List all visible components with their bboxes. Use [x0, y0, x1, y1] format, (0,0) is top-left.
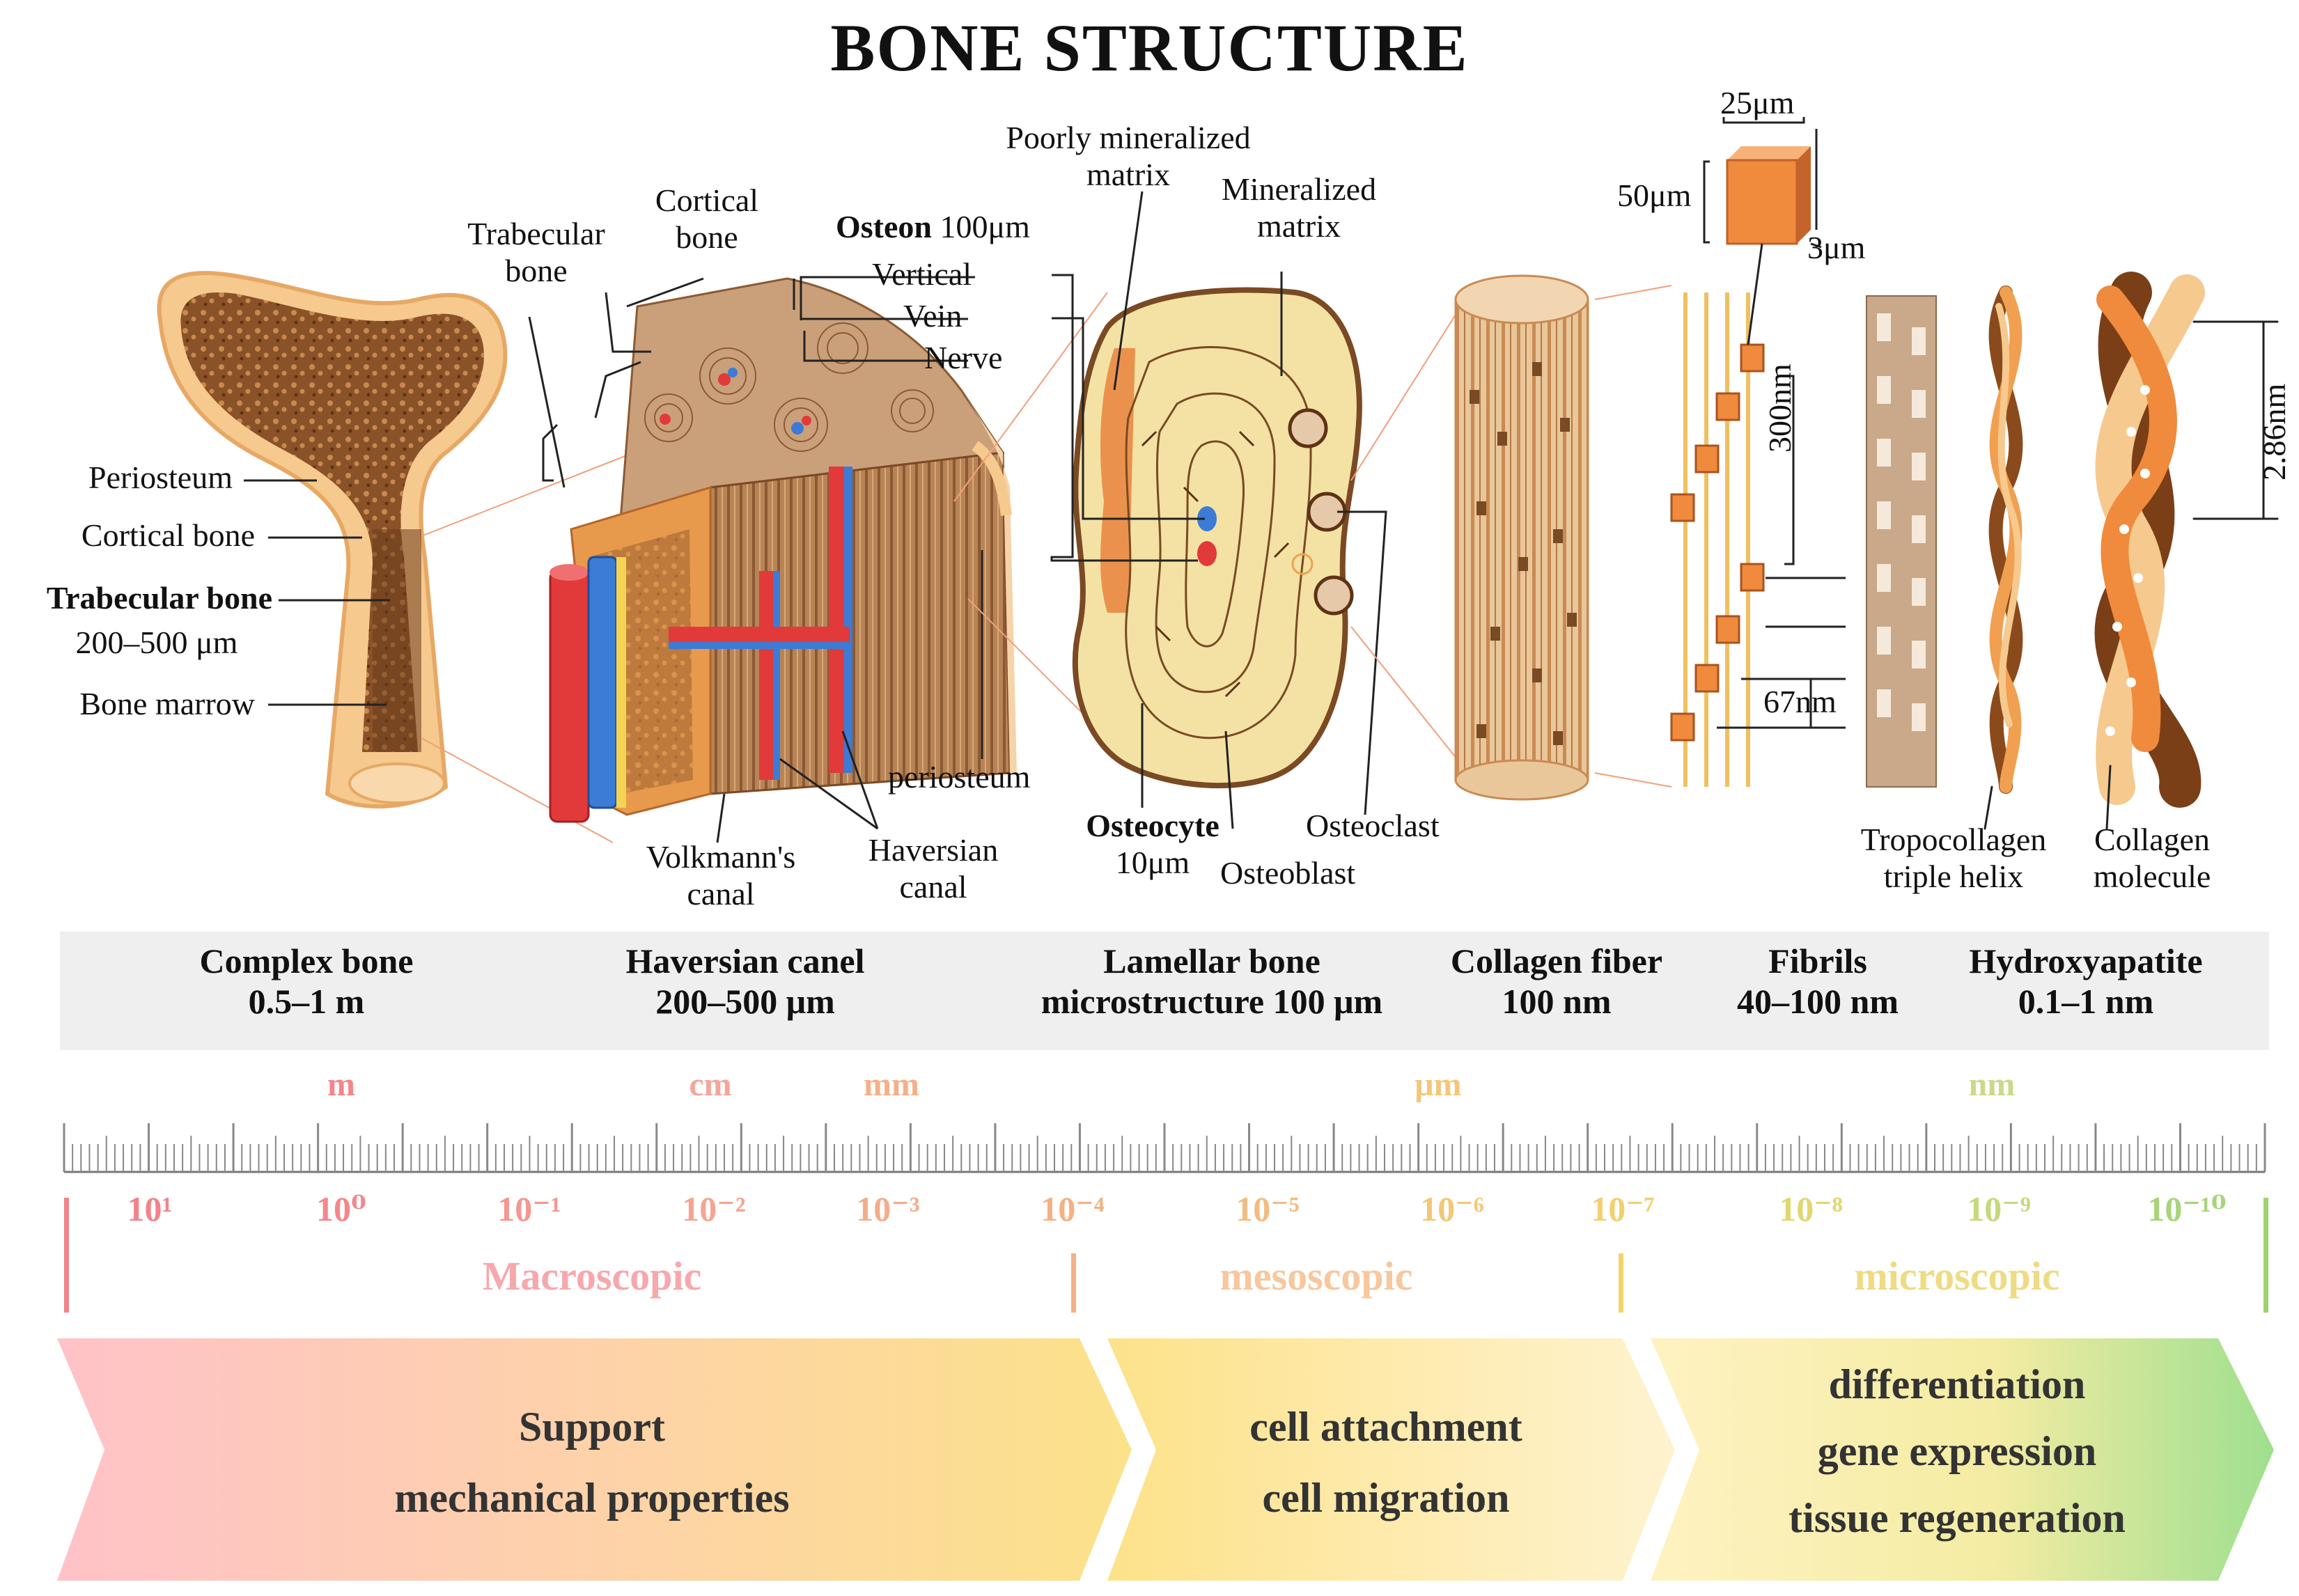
- page-title: BONE STRUCTURE: [830, 10, 1469, 85]
- power-m8: 10⁻⁸: [1779, 1189, 1843, 1228]
- label-vertical: Vertical: [872, 256, 972, 292]
- femur-leaders: [244, 452, 634, 843]
- label-periosteum: Periosteum: [88, 460, 233, 495]
- collagen-molecule-illustration: [2094, 272, 2279, 830]
- osteon-illustration: [1072, 287, 1362, 789]
- scale-header-band: [60, 932, 2269, 1050]
- label-dim-2-86nm: 2.86nm: [2257, 383, 2292, 480]
- fibril-illustration: [1670, 117, 1846, 787]
- collagen-fiber-illustration: [1454, 274, 1672, 801]
- unit-nm: nm: [1968, 1066, 2016, 1103]
- label-osteoblast: Osteoblast: [1220, 855, 1356, 891]
- osteon-leaders: [1050, 191, 1470, 829]
- power-m7: 10⁻⁷: [1591, 1189, 1655, 1228]
- striated-fibril-illustration: [1866, 295, 1937, 788]
- label-cortical-bone: Cortical bone: [81, 517, 255, 553]
- bracket-marks: [542, 361, 641, 482]
- zone-microscopic: microscopic: [1854, 1253, 2060, 1299]
- power-m1: 10⁻¹: [497, 1189, 561, 1228]
- zone-mesoscopic: mesoscopic: [1219, 1253, 1413, 1299]
- power-m2: 10⁻²: [682, 1189, 746, 1228]
- label-bone-marrow: Bone marrow: [79, 686, 255, 721]
- micro-arrow: [1651, 1338, 2274, 1581]
- triple-helix-illustration: [1984, 285, 2023, 830]
- femur-illustration: [157, 271, 508, 809]
- zone-macroscopic: Macroscopic: [482, 1253, 702, 1299]
- label-dim-3um: 3μm: [1807, 230, 1866, 265]
- unit-cm: cm: [689, 1066, 732, 1103]
- power-m5: 10⁻⁵: [1236, 1189, 1300, 1228]
- power-0: 10⁰: [316, 1189, 366, 1228]
- cortical-bone-block: [549, 277, 1017, 823]
- function-arrows: [57, 1338, 2274, 1581]
- label-dim-300nm: 300nm: [1762, 363, 1798, 453]
- macro-arrow: [57, 1338, 1132, 1581]
- scale-ruler: [63, 1123, 2266, 1173]
- zone-dividers: [64, 1198, 2268, 1313]
- label-trabecular-bone: Trabecular bone: [46, 580, 272, 616]
- meso-arrow: [1107, 1338, 1675, 1581]
- power-m3: 10⁻³: [856, 1189, 920, 1228]
- label-dim-50um: 50μm: [1617, 178, 1692, 213]
- unit-mm: mm: [864, 1066, 919, 1103]
- label-trabecular-size: 200–500 μm: [75, 625, 238, 660]
- power-m10: 10⁻¹⁰: [2147, 1189, 2227, 1228]
- label-osteoclast: Osteoclast: [1306, 808, 1440, 843]
- power-m4: 10⁻⁴: [1041, 1189, 1105, 1228]
- label-dim-25um: 25μm: [1720, 85, 1795, 120]
- label-vein: Vein: [903, 298, 963, 334]
- label-periosteum-2: periosteum: [888, 759, 1031, 795]
- label-nerve: Nerve: [924, 340, 1003, 375]
- unit-um: μm: [1415, 1066, 1462, 1103]
- unit-m: m: [327, 1066, 355, 1103]
- label-osteon: Osteon 100μm: [836, 209, 1030, 244]
- label-dim-67nm: 67nm: [1763, 684, 1837, 719]
- power-m9: 10⁻⁹: [1967, 1189, 2031, 1228]
- power-1: 10¹: [127, 1189, 173, 1228]
- power-m6: 10⁻⁶: [1420, 1189, 1484, 1228]
